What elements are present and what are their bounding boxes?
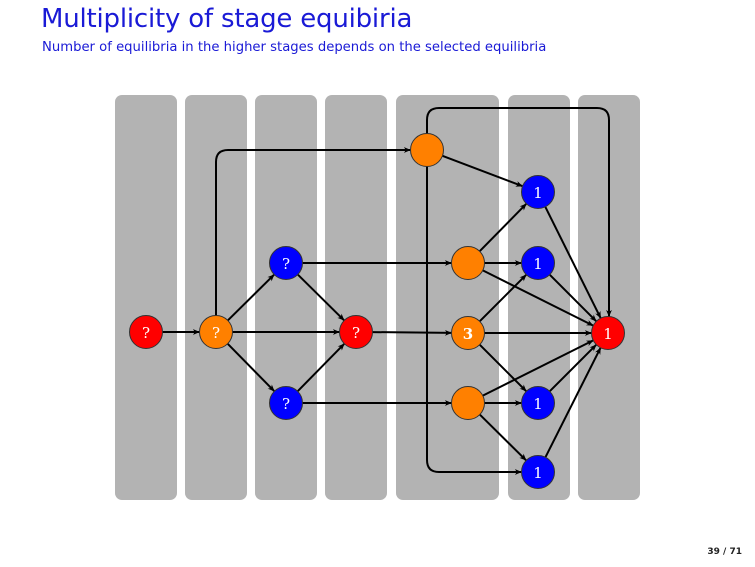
edge-n5-to-n8: [372, 329, 452, 336]
edge-n13-to-n14: [544, 347, 602, 458]
node-label: ?: [352, 324, 360, 342]
node-blue-n13: 1: [521, 455, 555, 489]
edge-n9-to-n13: [479, 413, 527, 462]
node-orange-n8: 3: [451, 316, 485, 350]
node-circle: [521, 455, 555, 489]
edge-n12-to-n14: [548, 343, 598, 393]
edge-n6-to-n10: [442, 154, 523, 188]
slide-title: Multiplicity of stage equibiria: [41, 4, 413, 34]
node-orange-n6: [410, 133, 444, 167]
edge-n7-to-n10: [478, 202, 528, 253]
node-blue-n4: ?: [269, 386, 303, 420]
stage-column-4: [325, 95, 387, 500]
node-circle: [521, 175, 555, 209]
stage-column-1: [115, 95, 177, 500]
node-label: 1: [533, 464, 543, 482]
node-label: ?: [142, 324, 150, 342]
node-red-n5: ?: [339, 315, 373, 349]
node-label: ?: [212, 324, 220, 342]
node-label: 1: [533, 255, 543, 273]
edge-n9-to-n14: [482, 339, 594, 397]
node-circle: [269, 246, 303, 280]
node-circle: [129, 315, 163, 349]
node-label: 3: [463, 325, 473, 343]
node-orange-n7: [451, 246, 485, 280]
node-blue-n11: 1: [521, 246, 555, 280]
edge-n6-to-n14: [426, 107, 612, 317]
node-circle: [521, 246, 555, 280]
node-orange-n2: ?: [199, 315, 233, 349]
node-red-n1: ?: [129, 315, 163, 349]
node-red-n14: 1: [591, 316, 625, 350]
node-circle: [199, 315, 233, 349]
edge-n7-to-n14: [482, 269, 594, 327]
node-label: ?: [282, 395, 290, 413]
node-circle: [521, 386, 555, 420]
page-number: 39 / 71: [707, 547, 742, 557]
node-label: 1: [533, 395, 543, 413]
edge-n8-to-n12: [478, 343, 528, 393]
edge-n11-to-n14: [548, 273, 598, 323]
node-circle: [591, 316, 625, 350]
node-label: 1: [603, 325, 613, 343]
node-circle: [339, 315, 373, 349]
node-label: 1: [533, 184, 543, 202]
node-circle: [451, 246, 485, 280]
edge-n4-to-n5: [296, 342, 346, 393]
edge-n10-to-n14: [544, 206, 602, 319]
slide-subtitle: Number of equilibria in the higher stage…: [42, 40, 547, 55]
edge-n2-to-n6: [215, 147, 411, 316]
node-blue-n3: ?: [269, 246, 303, 280]
node-circle: [451, 316, 485, 350]
node-circle: [451, 386, 485, 420]
edge-n2-to-n4: [226, 342, 276, 393]
node-blue-n12: 1: [521, 386, 555, 420]
edge-n3-to-n5: [297, 273, 345, 322]
node-label: ?: [282, 255, 290, 273]
node-circle: [410, 133, 444, 167]
edge-n2-to-n3: [227, 273, 275, 322]
edge-n6-to-n13: [426, 166, 522, 475]
edge-n8-to-n11: [478, 273, 528, 323]
stage-column-3: [255, 95, 317, 500]
node-blue-n10: 1: [521, 175, 555, 209]
node-orange-n9: [451, 386, 485, 420]
node-circle: [269, 386, 303, 420]
